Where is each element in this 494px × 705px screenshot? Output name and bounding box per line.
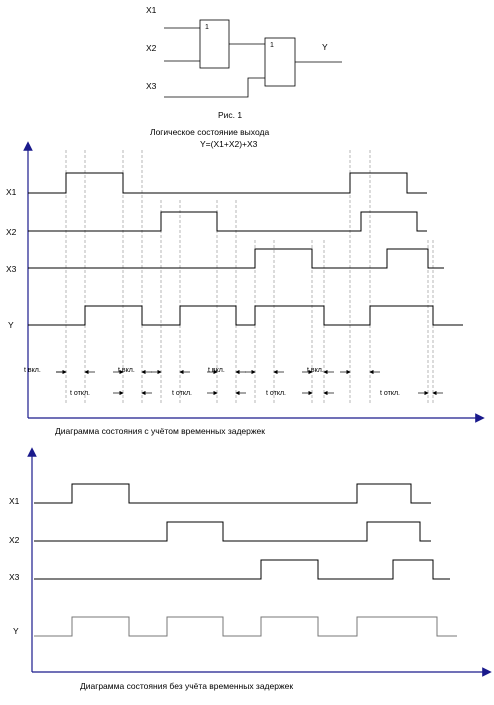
diagram2-x3-label: X3 (9, 572, 20, 582)
diagram1-t-on-label-4: t вкл. (307, 367, 324, 374)
timing-diagram-with-delays: Логическое состояние выхода Y=(X1+X2)+X3… (6, 127, 485, 436)
circuit-output-y-label: Y (322, 42, 328, 52)
or-gate-1 (199, 19, 230, 69)
diagram2-caption: Диаграмма состояния без учёта временных … (80, 681, 293, 691)
circuit-input-x2-label: X2 (146, 43, 157, 53)
diagram1-title-line1: Логическое состояние выхода (150, 127, 269, 137)
diagram1-x1-label: X1 (6, 187, 17, 197)
diagram1-t-on-label-1: t вкл. (24, 367, 41, 374)
wire-x3 (164, 77, 265, 98)
circuit-input-x1-label: X1 (146, 5, 157, 15)
circuit-input-x3-label: X3 (146, 81, 157, 91)
diagram1-t-off-label-2: t откл. (172, 390, 192, 397)
timing-diagram-without-delays: X1 X2 X3 Y Диаграмма состояния без учёта… (9, 447, 492, 691)
or-gate-2 (264, 37, 296, 87)
diagram2-x3-waveform (34, 559, 450, 580)
circuit-caption: Рис. 1 (218, 110, 242, 120)
logic-circuit: X1 X2 X3 Y 1 1 Рис. 1 (146, 5, 342, 120)
diagram1-t-off-label-4: t откл. (380, 390, 400, 397)
diagram1-x3-waveform (28, 248, 444, 269)
diagram2-x2-waveform (34, 521, 431, 542)
diagram1-t-off-label-3: t откл. (266, 390, 286, 397)
diagram1-caption: Диаграмма состояния с учётом временных з… (55, 426, 265, 436)
diagram1-t-on-label-2: t вкл. (118, 367, 135, 374)
diagram2-x1-label: X1 (9, 496, 20, 506)
or-gate-1-symbol: 1 (205, 24, 209, 31)
diagram2-y-waveform (34, 616, 457, 637)
diagram1-x2-label: X2 (6, 227, 17, 237)
or-gate-2-symbol: 1 (270, 42, 274, 49)
diagram1-y-waveform (28, 305, 463, 326)
diagram1-title-line2: Y=(X1+X2)+X3 (200, 139, 258, 149)
diagram1-t-on-label-3: t вкл. (208, 367, 225, 374)
diagram2-x1-waveform (34, 483, 431, 504)
diagram1-x1-waveform (28, 172, 427, 194)
diagram2-x2-label: X2 (9, 535, 20, 545)
diagram1-t-off-label-1: t откл. (70, 390, 90, 397)
diagram2-y-label: Y (13, 626, 19, 636)
diagram1-y-label: Y (8, 320, 14, 330)
diagram1-x2-waveform (28, 211, 427, 232)
diagram1-x3-label: X3 (6, 264, 17, 274)
